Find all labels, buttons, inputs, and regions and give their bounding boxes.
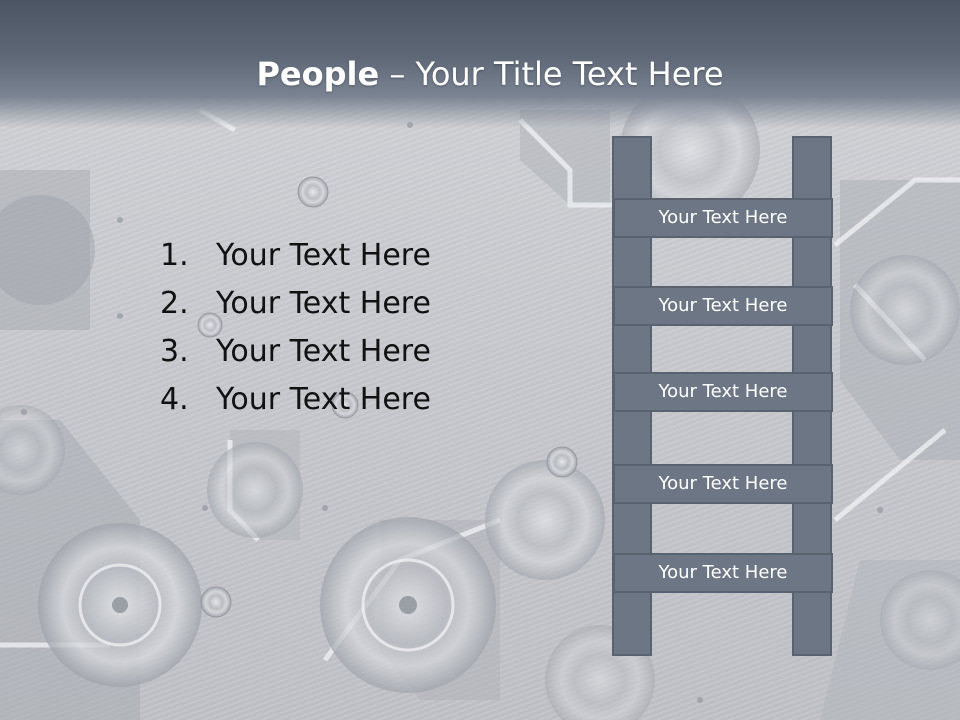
title-bold: People <box>256 55 380 93</box>
list-item: 2. Your Text Here <box>160 280 431 328</box>
ladder-step-4: Your Text Here <box>613 464 833 504</box>
title-rest: – Your Title Text Here <box>379 55 724 93</box>
list-item-text: Your Text Here <box>216 382 431 417</box>
ladder-step-1: Your Text Here <box>613 198 833 238</box>
list-item-number: 4. <box>160 382 189 417</box>
list-item: 3. Your Text Here <box>160 328 431 376</box>
ladder-step-5: Your Text Here <box>613 553 833 593</box>
list-item: 4. Your Text Here <box>160 376 431 424</box>
list-item-text: Your Text Here <box>216 286 431 321</box>
ladder-step-3: Your Text Here <box>613 372 833 412</box>
list-item: 1. Your Text Here <box>160 232 431 280</box>
list-item-text: Your Text Here <box>216 334 431 369</box>
ladder-step-2: Your Text Here <box>613 286 833 326</box>
list-item-number: 1. <box>160 238 189 273</box>
slide-title: People – Your Title Text Here <box>0 52 960 96</box>
list-item-number: 3. <box>160 334 189 369</box>
list-item-text: Your Text Here <box>216 238 431 273</box>
numbered-list: 1. Your Text Here 2. Your Text Here 3. Your… <box>160 232 431 424</box>
list-item-number: 2. <box>160 286 189 321</box>
title-bar <box>0 0 960 128</box>
